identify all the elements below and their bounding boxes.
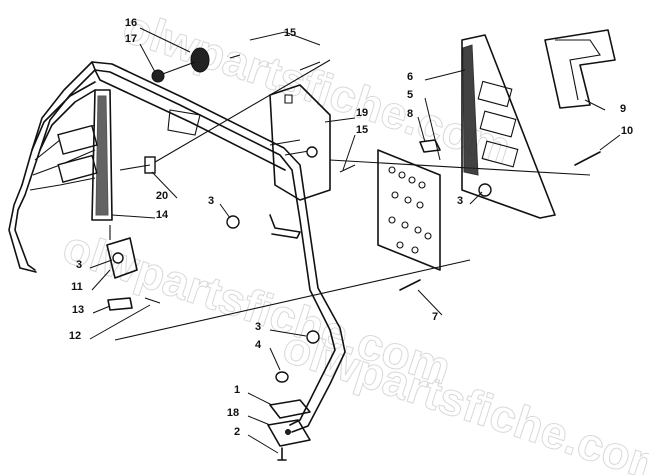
callout-c16: 16 (125, 17, 137, 29)
callout-c20: 20 (156, 190, 168, 202)
center-bracket (269, 214, 301, 239)
callout-c4: 4 (255, 339, 262, 351)
clip-8 (419, 139, 441, 153)
nut-3-center (226, 215, 240, 229)
bolt-2 (277, 447, 287, 461)
callout-c6: 6 (407, 71, 413, 83)
block-9 (544, 29, 616, 109)
bolt-15-top (229, 54, 321, 71)
callout-c11: 11 (71, 281, 83, 293)
spacer-4 (275, 371, 289, 383)
callout-c14: 14 (156, 209, 169, 221)
callout-c7: 7 (432, 311, 438, 323)
leader-lines (89, 27, 621, 454)
spacer-16 (159, 47, 210, 76)
bracket-11 (106, 225, 138, 279)
left-gusset-plate (91, 89, 113, 221)
callout-c17: 17 (125, 33, 137, 45)
callout-c9: 9 (620, 103, 626, 115)
watermark-top: olwpartsfiche.com (117, 0, 517, 174)
bracket-20 (119, 156, 156, 174)
callout-c13: 13 (72, 304, 84, 316)
callout-c10: 10 (621, 125, 633, 137)
foot-1 (269, 399, 311, 419)
callout-c15a: 15 (284, 27, 296, 39)
nut-3-lower (306, 330, 320, 344)
plate-18 (267, 419, 311, 447)
callout-c19: 19 (356, 107, 368, 119)
callout-c3b: 3 (457, 195, 463, 207)
right-triangle-panel-6 (461, 34, 556, 219)
bolt-15-right (339, 164, 356, 173)
plate-13 (107, 297, 133, 311)
bolt-10 (574, 151, 601, 166)
callout-c18: 18 (227, 407, 239, 419)
callout-c3d: 3 (255, 321, 261, 333)
callout-c3a: 3 (208, 195, 214, 207)
frame-tube (8, 61, 346, 433)
callout-c15b: 15 (356, 124, 368, 136)
nut-17 (151, 69, 165, 83)
left-gusset-shade (95, 95, 109, 216)
center-plate-19 (269, 84, 331, 201)
callout-numbers: 16 17 15 6 5 8 9 19 15 10 20 3 3 14 3 11 13 7 3 12 4 1 18 2 (69, 17, 633, 438)
callout-c2: 2 (234, 426, 240, 438)
callout-c8: 8 (407, 108, 413, 120)
callout-c1: 1 (234, 384, 240, 396)
callout-c5: 5 (407, 89, 413, 101)
callout-c12: 12 (69, 330, 81, 342)
mounting-axis-line (114, 59, 591, 341)
bolt-7 (399, 279, 421, 291)
bolt-12 (144, 297, 161, 304)
nut-3-right (478, 183, 492, 197)
perforated-panel-5 (377, 149, 441, 271)
callout-c3c: 3 (76, 259, 82, 271)
plate-18-hole (285, 429, 291, 435)
